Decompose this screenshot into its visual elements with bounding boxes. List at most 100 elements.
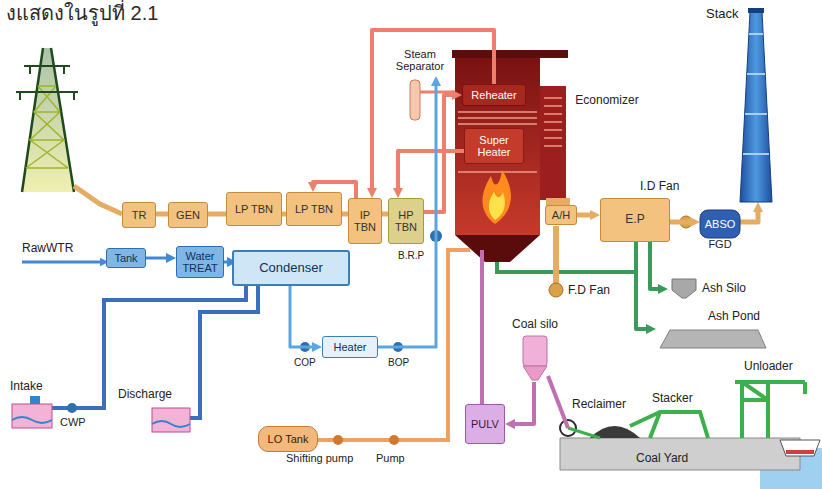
silo-cone <box>523 366 547 380</box>
boiler-backpass <box>540 86 566 200</box>
stack-band <box>743 34 769 154</box>
ash-line <box>497 262 636 272</box>
pipe-connector <box>424 95 457 212</box>
raw-water-line <box>22 261 104 264</box>
part-label: Unloader <box>744 360 793 374</box>
pipe-connector <box>398 151 464 193</box>
stacker-frame <box>630 412 708 438</box>
boiler-tubes <box>458 98 562 172</box>
node-text: FGD <box>708 238 731 250</box>
coal-conveyor <box>548 376 568 428</box>
coal-silo-box: Coal silo <box>505 318 565 382</box>
power-line <box>74 186 122 214</box>
intake-water <box>12 417 52 423</box>
part-label: Reclaimer <box>572 398 626 412</box>
node-text: Stack <box>706 7 739 21</box>
pipe-connector <box>670 220 695 225</box>
pipe-connector <box>650 242 663 289</box>
cooling-water-in <box>52 286 246 408</box>
flame <box>482 170 510 224</box>
condenser-box: Condenser <box>232 250 350 286</box>
part-label: B.R.P <box>398 250 424 262</box>
precipitator-box: E.P <box>600 198 670 242</box>
yard-ground <box>560 438 800 470</box>
node-text: A/H <box>552 209 570 221</box>
node-text: Coal silo <box>512 318 558 331</box>
node-text: Water TREAT <box>180 250 220 274</box>
pipe-connector <box>510 382 534 424</box>
node-text: Super Heater <box>468 134 520 158</box>
turbine-box: LP TBN <box>286 192 342 226</box>
part-label: I.D Fan <box>640 180 679 194</box>
absorber-box: ABSOFGD <box>700 210 740 254</box>
part-label: Pump <box>376 452 405 465</box>
pump-symbol <box>389 435 399 445</box>
tower-lattice <box>26 86 68 168</box>
part-label: BOP <box>388 357 409 369</box>
node-text: LP TBN <box>235 203 273 215</box>
pump-symbol <box>333 435 343 445</box>
ship-hull <box>780 440 820 456</box>
silo-shape <box>523 336 547 366</box>
pipe-connector <box>208 212 226 217</box>
treatment-box: Water TREAT <box>176 246 224 278</box>
pipe-connector <box>290 286 317 347</box>
part-label: F.D Fan <box>568 284 610 298</box>
ash-silo-box: Ash Silo <box>668 278 764 300</box>
part-label: Intake <box>10 380 43 394</box>
node-text: E.P <box>625 213 644 226</box>
part-label: COP <box>294 357 316 369</box>
turbine-box: IP TBN <box>348 198 382 244</box>
coal-yard <box>548 376 822 489</box>
part-label: Stacker <box>652 392 693 406</box>
pipe-connector <box>224 261 232 264</box>
pipe-connector <box>740 207 758 222</box>
economizer-box: Economizer <box>568 92 646 110</box>
discharge-water <box>152 421 190 427</box>
node-text: HP TBN <box>392 209 420 233</box>
node-text: Economizer <box>575 94 638 107</box>
pipe-connector <box>146 257 171 260</box>
node-text: LP TBN <box>295 203 333 215</box>
stack-tower <box>740 12 772 202</box>
pond-shape <box>660 330 766 348</box>
pulverizer-box: PULV <box>465 404 505 444</box>
generator-box: GEN <box>168 202 208 228</box>
node-text: Reheater <box>471 89 516 101</box>
separator-vessel <box>410 80 420 120</box>
superheater-box: Super Heater <box>464 128 524 164</box>
part-label: Discharge <box>118 388 172 402</box>
pipe-connector <box>378 81 436 347</box>
silo-shape <box>672 279 696 298</box>
tank-box: Tank <box>106 248 146 268</box>
unloader-crane <box>735 382 805 438</box>
discharge-structure <box>152 408 190 432</box>
ship-stripe <box>786 450 814 454</box>
coal-feed-line <box>480 250 484 404</box>
part-label: งแสดงในรูปที่ 2.1 <box>6 2 158 25</box>
cooling-water-out <box>190 286 258 418</box>
node-text: Heater <box>333 341 366 353</box>
pump-symbol <box>67 403 77 413</box>
turbine-box: LP TBN <box>226 192 282 226</box>
node-text: IP TBN <box>352 209 378 233</box>
node-text: LO Tank <box>268 433 309 445</box>
air-heater-box: A/H <box>545 205 577 225</box>
node-text: Tank <box>114 252 137 264</box>
stack-cap <box>748 8 764 13</box>
intake-structure <box>12 404 52 428</box>
node-text: Ash Silo <box>702 282 746 295</box>
node-text: Ash Pond <box>708 310 760 323</box>
ash-pond-box: Ash Pond <box>656 310 768 350</box>
pipe-connector <box>156 212 168 217</box>
part-label: RawWTR <box>22 242 73 256</box>
intake-screen <box>30 396 40 404</box>
node-text: Condenser <box>259 261 323 275</box>
node-text: Steam Separator <box>391 48 449 72</box>
transmission-tower <box>16 48 78 192</box>
boiler-header <box>452 50 568 58</box>
